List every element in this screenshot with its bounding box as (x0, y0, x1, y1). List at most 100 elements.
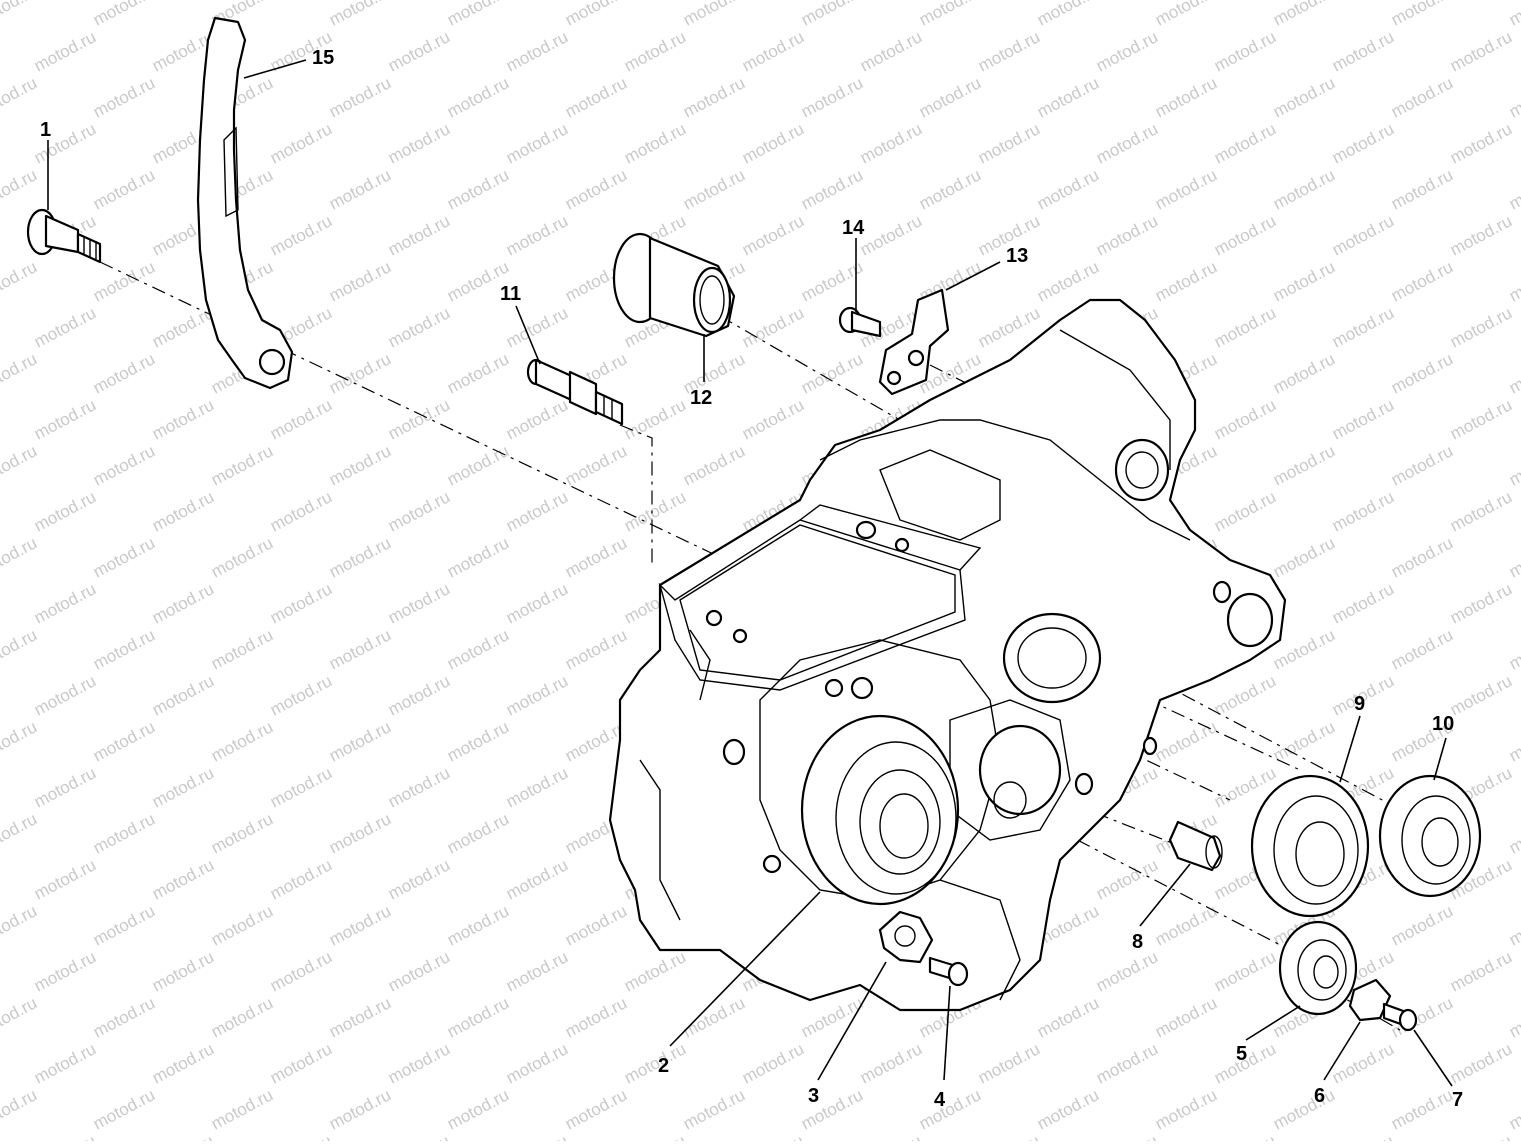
callout-6: 6 (1314, 1085, 1325, 1107)
part-4-screw (928, 956, 969, 987)
watermark-text: motod.ru (149, 671, 217, 719)
watermark-text: motod.ru (1447, 671, 1515, 719)
watermark-text: motod.ru (0, 0, 40, 30)
watermark-text: motod.ru (503, 487, 571, 535)
leader-7 (1413, 1029, 1453, 1087)
leader-2 (669, 891, 821, 1047)
watermark-text: motod.ru (149, 395, 217, 443)
watermark-text: motod.ru (267, 763, 335, 811)
part-9-bearing (1250, 774, 1370, 918)
watermark-text: motod.ru (680, 0, 748, 30)
callout-13: 13 (1006, 245, 1028, 267)
watermark-text: motod.ru (326, 441, 394, 489)
watermark-text: motod.ru (31, 395, 99, 443)
watermark-text: motod.ru (1388, 625, 1456, 673)
watermark-text: motod.ru (857, 119, 925, 167)
watermark-text: motod.ru (326, 625, 394, 673)
watermark-text: motod.ru (385, 211, 453, 259)
watermark-text: motod.ru (621, 395, 689, 443)
watermark-text: motod.ru (444, 165, 512, 213)
part-11-stud (526, 358, 624, 426)
callout-4: 4 (934, 1089, 946, 1111)
watermark-text: motod.ru (385, 119, 453, 167)
axis-9 (1039, 649, 1301, 771)
watermark-text: motod.ru (267, 947, 335, 995)
part-5-bearing (1278, 920, 1358, 1016)
watermark-text: motod.ru (1329, 579, 1397, 627)
watermark-text: motod.ru (326, 533, 394, 581)
part-12-bushing (612, 232, 736, 338)
callout-10: 10 (1432, 713, 1454, 735)
watermark-text: motod.ru (975, 27, 1043, 75)
watermark-text: motod.ru (385, 487, 453, 535)
watermark-text: motod.ru (90, 0, 158, 30)
watermark-text: motod.ru (444, 1085, 512, 1133)
watermark-text: motod.ru (208, 717, 276, 765)
watermark-text: motod.ru (975, 1039, 1043, 1087)
watermark-text: motod.ru (444, 625, 512, 673)
leader-5 (1245, 1005, 1301, 1041)
watermark-text: motod.ru (621, 27, 689, 75)
callout-8: 8 (1132, 931, 1143, 953)
watermark-text: motod.ru (326, 901, 394, 949)
watermark-text: motod.ru (739, 303, 807, 351)
watermark-text: motod.ru (1211, 671, 1279, 719)
watermark-text: motod.ru (90, 73, 158, 121)
watermark-text: motod.ru (326, 809, 394, 857)
watermark-text: motod.ru (267, 1039, 335, 1087)
watermark-text: motod.ru (1093, 27, 1161, 75)
watermark-text: motod.ru (90, 533, 158, 581)
watermark-text: motod.ru (975, 1131, 1043, 1141)
watermark-text: motod.ru (798, 0, 866, 30)
watermark-text: motod.ru (0, 165, 40, 213)
watermark-text: motod.ru (1447, 1131, 1515, 1141)
watermark-text: motod.ru (1388, 349, 1456, 397)
watermark-text: motod.ru (31, 1131, 99, 1141)
watermark-text: motod.ru (1388, 0, 1456, 30)
watermark-text: motod.ru (857, 211, 925, 259)
leader-6 (1323, 1021, 1361, 1081)
watermark-text: motod.ru (916, 73, 984, 121)
watermark-text: motod.ru (857, 1039, 925, 1087)
part-15-chain-guide (196, 16, 294, 390)
watermark-text: motod.ru (31, 855, 99, 903)
watermark-text: motod.ru (385, 1039, 453, 1087)
watermark-text: motod.ru (857, 1131, 925, 1141)
watermark-text: motod.ru (562, 73, 630, 121)
watermark-text: motod.ru (503, 303, 571, 351)
watermark-text: motod.ru (1388, 533, 1456, 581)
watermark-text: motod.ru (562, 441, 630, 489)
watermark-text: motod.ru (1034, 73, 1102, 121)
watermark-text: motod.ru (326, 73, 394, 121)
watermark-text: motod.ru (1329, 119, 1397, 167)
watermark-text: motod.ru (1329, 211, 1397, 259)
watermark-text: motod.ru (916, 1085, 984, 1133)
watermark-text: motod.ru (1506, 533, 1521, 581)
leader-15 (243, 59, 307, 79)
watermark-text: motod.ru (621, 119, 689, 167)
axis-11 (619, 424, 653, 566)
leader-8 (1139, 863, 1191, 927)
callout-15: 15 (312, 47, 334, 69)
watermark-text: motod.ru (739, 1131, 807, 1141)
watermark-text: motod.ru (1270, 165, 1338, 213)
watermark-text: motod.ru (1270, 349, 1338, 397)
watermark-text: motod.ru (621, 1131, 689, 1141)
callout-2: 2 (658, 1055, 669, 1077)
watermark-text: motod.ru (1506, 809, 1521, 857)
watermark-text: motod.ru (267, 487, 335, 535)
watermark-text: motod.ru (31, 579, 99, 627)
watermark-text: motod.ru (90, 441, 158, 489)
watermark-text: motod.ru (1211, 303, 1279, 351)
callout-7: 7 (1452, 1089, 1463, 1111)
watermark-text: motod.ru (149, 855, 217, 903)
watermark-text: motod.ru (680, 1085, 748, 1133)
watermark-text: motod.ru (1506, 993, 1521, 1041)
watermark-text: motod.ru (31, 303, 99, 351)
callout-1: 1 (40, 119, 51, 141)
watermark-text: motod.ru (1506, 901, 1521, 949)
watermark-text: motod.ru (1270, 257, 1338, 305)
watermark-text: motod.ru (149, 947, 217, 995)
watermark-text: motod.ru (326, 1085, 394, 1133)
watermark-text: motod.ru (1506, 165, 1521, 213)
